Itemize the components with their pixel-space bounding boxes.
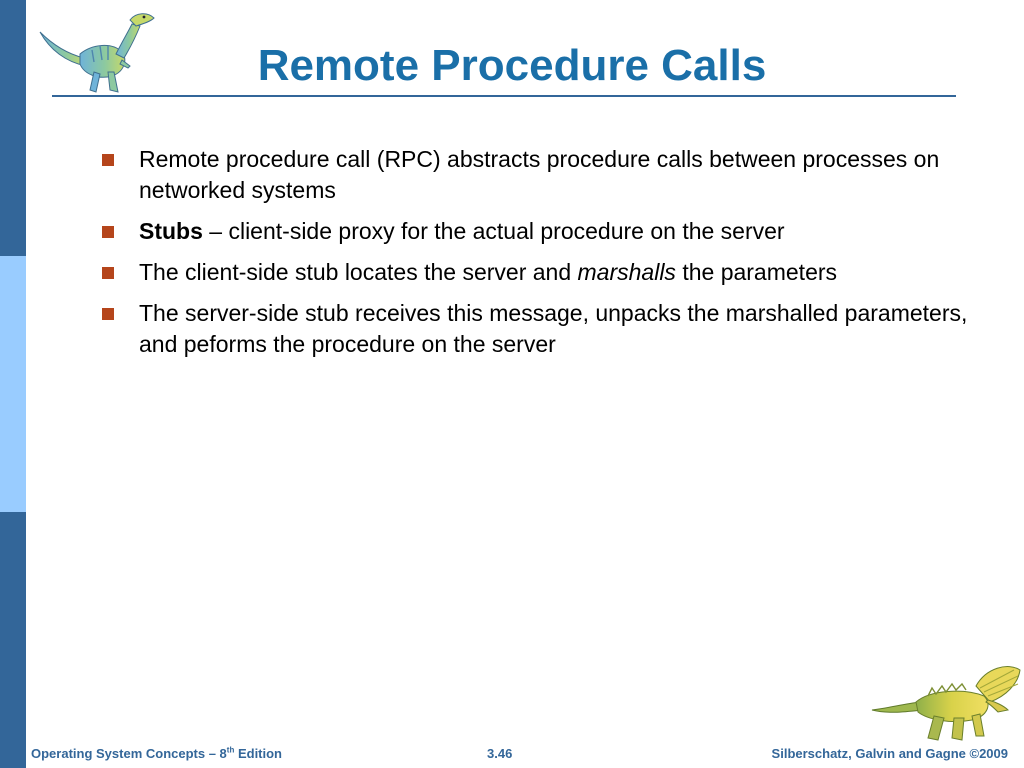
bullet-text: the parameters: [675, 259, 838, 285]
bullet-item: The client-side stub locates the server …: [100, 257, 1010, 288]
bullet-text: Remote procedure call (RPC) abstracts pr…: [139, 146, 940, 203]
dinosaur-icon: [871, 666, 1021, 741]
bullet-item: The server-side stub receives this messa…: [100, 298, 1010, 360]
bullet-item: Stubs – client-side proxy for the actual…: [100, 216, 1010, 247]
bullet-list: Remote procedure call (RPC) abstracts pr…: [100, 144, 1010, 370]
square-bullet-icon: [102, 308, 114, 320]
footer-book-title: Operating System Concepts – 8th Edition: [31, 744, 282, 764]
footer-edition-suffix: Edition: [234, 746, 283, 761]
dinosaur-icon: [39, 13, 155, 93]
bullet-item: Remote procedure call (RPC) abstracts pr…: [100, 144, 1010, 206]
bullet-text: – client-side proxy for the actual proce…: [202, 218, 785, 244]
left-sidebar-bar: [0, 0, 26, 768]
square-bullet-icon: [102, 154, 114, 166]
bullet-emphasis: marshalls: [577, 259, 676, 285]
sidebar-segment-top: [0, 0, 26, 256]
title-divider: [52, 95, 956, 97]
sidebar-segment-middle: [0, 256, 26, 512]
footer-authors: Silberschatz, Galvin and Gagne ©2009: [771, 746, 1008, 761]
square-bullet-icon: [102, 226, 114, 238]
bullet-term: Stubs: [139, 218, 203, 244]
sidebar-segment-bottom: [0, 512, 26, 768]
bullet-text: The server-side stub receives this messa…: [139, 300, 968, 357]
slide-title: Remote Procedure Calls: [257, 41, 767, 90]
square-bullet-icon: [102, 267, 114, 279]
bullet-text: The client-side stub locates the server …: [139, 259, 578, 285]
footer-page-number: 3.46: [487, 746, 513, 761]
footer-book-title-text: Operating System Concepts – 8: [31, 746, 227, 761]
footer-edition-superscript: th: [226, 745, 235, 755]
